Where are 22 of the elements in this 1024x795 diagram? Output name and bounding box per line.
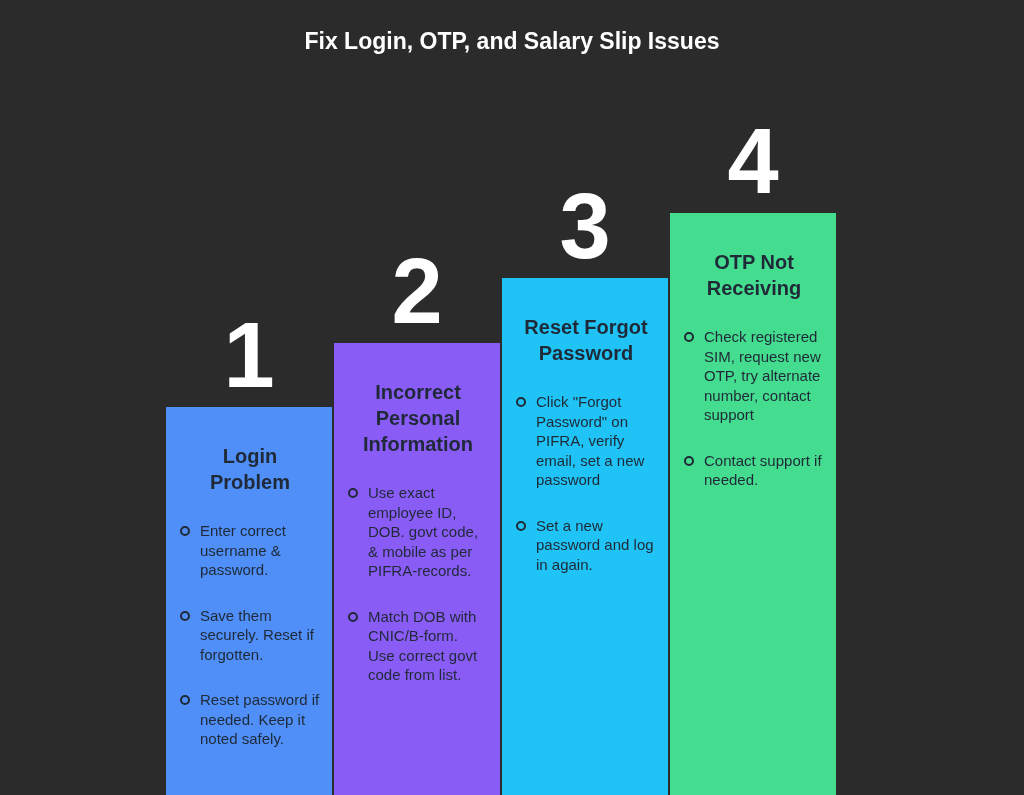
- step-column: [166, 407, 332, 795]
- diagram-title: Fix Login, OTP, and Salary Slip Issues: [303, 28, 721, 55]
- step-column: [670, 213, 836, 795]
- step-heading: Reset Forgot Password: [523, 315, 649, 366]
- step-number: 1: [222, 309, 276, 401]
- bullet-text: Set a new password and log in again.: [536, 515, 655, 574]
- bullet-text: Match DOB with CNIC/B-form. Use correct govt code from list.: [368, 606, 479, 685]
- step-column: [502, 278, 668, 795]
- bullet-text: Save them securely. Reset if forgotten.: [200, 605, 315, 664]
- step-column: [334, 343, 500, 795]
- bullet-text: Check registered SIM, request new OTP, try alternate number, contact support: [704, 327, 822, 425]
- step-heading: Incorrect Personal Information: [362, 380, 474, 457]
- step-heading: Login Problem: [209, 444, 291, 495]
- bullet-text: Enter correct username & password.: [200, 521, 287, 580]
- step-number: 2: [390, 245, 444, 337]
- bullet-text: Contact support if needed.: [704, 450, 823, 490]
- step-number: 3: [558, 180, 612, 272]
- bullet-text: Reset password if needed. Keep it noted safely.: [200, 690, 320, 749]
- bullet-text: Use exact employee ID, DOB. govt code, & mobile as per PIFRA-records.: [368, 483, 480, 581]
- step-heading: OTP Not Receiving: [705, 250, 803, 301]
- bullet-text: Click "Forgot Password" on PIFRA, verify email, set a new password: [536, 392, 646, 490]
- step-number: 4: [726, 115, 780, 207]
